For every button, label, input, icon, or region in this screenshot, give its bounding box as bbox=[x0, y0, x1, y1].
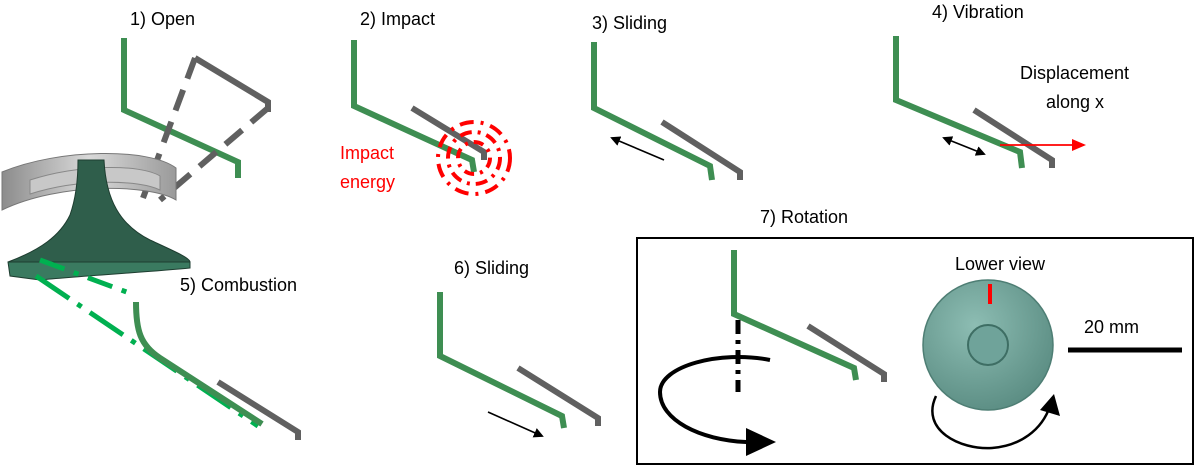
panel-rotation: 7) Rotation Lower view 20 mm bbox=[636, 207, 1194, 465]
valve-head-profile bbox=[216, 379, 301, 440]
rotation-arrow bbox=[657, 355, 771, 444]
panel-combustion: 5) Combustion bbox=[34, 257, 301, 440]
valve-head-profile bbox=[193, 55, 271, 112]
panel-open: 1) Open bbox=[121, 9, 271, 203]
panel-sliding-1: 3) Sliding bbox=[591, 13, 743, 181]
rotation-arrow-head bbox=[746, 428, 776, 456]
label-vibration: 4) Vibration bbox=[932, 2, 1024, 22]
label-impact: 2) Impact bbox=[360, 9, 435, 29]
label-sliding-2: 6) Sliding bbox=[454, 258, 529, 278]
impact-wave-ring bbox=[436, 120, 512, 196]
dashed-travel-line bbox=[140, 56, 198, 200]
valve-seat-profile bbox=[893, 36, 1025, 169]
displacement-label-line2: along x bbox=[1046, 92, 1104, 112]
valve-seat-profile bbox=[731, 250, 859, 381]
rotation-arrow bbox=[931, 395, 1052, 450]
label-open: 1) Open bbox=[130, 9, 195, 29]
valve-head-profile bbox=[660, 119, 743, 180]
valve-stem-recess bbox=[967, 324, 1009, 366]
valve-seat-profile bbox=[351, 40, 477, 173]
valve-head-profile bbox=[516, 365, 601, 426]
scale-bar-label: 20 mm bbox=[1084, 317, 1139, 337]
lower-view-label: Lower view bbox=[955, 254, 1046, 274]
valve-seat-profile bbox=[437, 292, 567, 429]
dashed-travel-line bbox=[158, 105, 270, 203]
rotation-frame bbox=[636, 237, 1194, 465]
label-combustion: 5) Combustion bbox=[180, 275, 297, 295]
panel-impact: 2) Impact Impact energy bbox=[340, 9, 512, 196]
label-rotation: 7) Rotation bbox=[760, 207, 848, 227]
sliding-arrow bbox=[487, 411, 544, 438]
impact-wave-ring bbox=[456, 140, 492, 176]
valve-head-profile bbox=[806, 323, 887, 382]
valve-seat-profile bbox=[133, 301, 264, 427]
rotation-arrow-head bbox=[1040, 394, 1060, 416]
vibration-arrow bbox=[942, 136, 986, 156]
impact-wave-ring bbox=[446, 130, 502, 186]
valve-head-profile bbox=[410, 105, 487, 160]
panel-sliding-2: 6) Sliding bbox=[437, 258, 601, 438]
valve-assembly-3d bbox=[1, 153, 191, 281]
displacement-label-line1: Displacement bbox=[1020, 63, 1129, 83]
valve-seat-profile bbox=[591, 42, 715, 181]
label-sliding-1: 3) Sliding bbox=[592, 13, 667, 33]
impact-energy-label-line2: energy bbox=[340, 172, 395, 192]
sliding-arrow bbox=[610, 136, 665, 161]
panel-vibration: 4) Vibration Displacement along x bbox=[893, 2, 1129, 169]
valve-seat-profile bbox=[121, 38, 241, 178]
impact-energy-label-line1: Impact bbox=[340, 143, 394, 163]
highlight-line bbox=[39, 257, 133, 297]
valve-head-profile bbox=[972, 107, 1055, 168]
